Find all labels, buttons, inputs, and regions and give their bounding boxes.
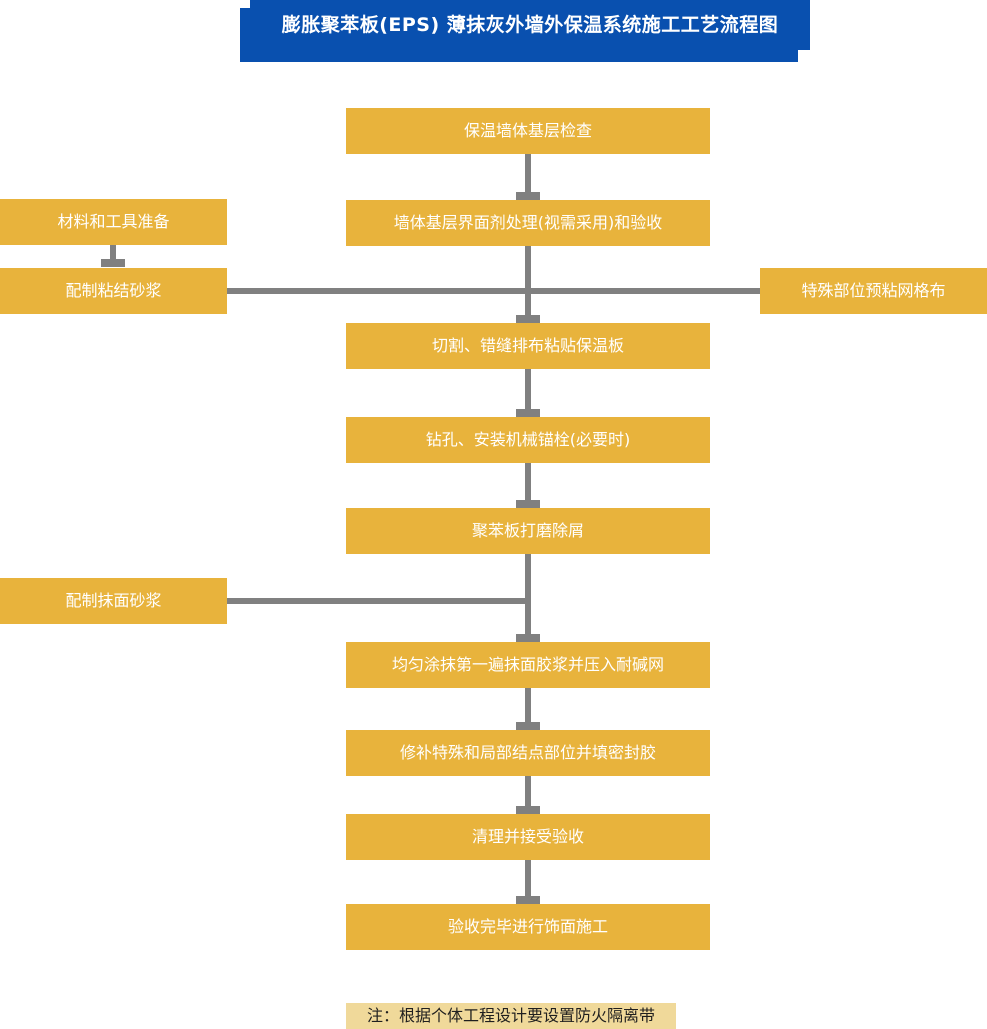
connector-arrow-2-3 [525,246,531,317]
process-box-step-6[interactable]: 均匀涂抹第一遍抹面胶浆并压入耐碱网 [346,642,710,688]
process-box-label: 保温墙体基层检查 [463,121,592,140]
connector-arrowhead-8-9 [516,896,540,904]
connector-arrow-6-7 [525,688,531,724]
connector-line-left3-to-main [227,598,528,604]
process-box-label: 切割、错缝排布粘贴保温板 [431,336,624,355]
connector-arrowhead-7-8 [516,806,540,814]
connector-arrow-5-6 [525,554,531,636]
connector-arrow-1-2 [525,154,531,194]
process-box-step-4[interactable]: 钻孔、安装机械锚栓(必要时) [346,417,710,463]
connector-line-left2-to-right1 [227,288,760,294]
connector-arrowhead-5-6 [516,634,540,642]
connector-arrowhead-3-4 [516,409,540,417]
connector-arrow-7-8 [525,776,531,808]
process-box-label: 材料和工具准备 [57,212,170,231]
connector-arrow-left-1-2 [110,245,116,265]
footnote-box: 注：根据个体工程设计要设置防火隔离带 [346,1003,676,1029]
connector-arrowhead-left-1-2 [101,259,125,267]
connector-arrow-8-9 [525,860,531,898]
process-box-label: 配制粘结砂浆 [65,281,162,300]
process-box-left-2[interactable]: 配制粘结砂浆 [0,268,227,314]
connector-arrowhead-2-3 [516,315,540,323]
process-box-step-7[interactable]: 修补特殊和局部结点部位并填密封胶 [346,730,710,776]
connector-arrow-4-5 [525,463,531,502]
process-box-step-3[interactable]: 切割、错缝排布粘贴保温板 [346,323,710,369]
process-box-left-3[interactable]: 配制抹面砂浆 [0,578,227,624]
process-box-step-1[interactable]: 保温墙体基层检查 [346,108,710,154]
connector-arrowhead-4-5 [516,500,540,508]
process-box-label: 聚苯板打磨除屑 [471,521,584,540]
process-box-step-9[interactable]: 验收完毕进行饰面施工 [346,904,710,950]
process-box-label: 均匀涂抹第一遍抹面胶浆并压入耐碱网 [391,655,664,674]
connector-arrowhead-1-2 [516,192,540,200]
process-box-step-5[interactable]: 聚苯板打磨除屑 [346,508,710,554]
process-box-label: 钻孔、安装机械锚栓(必要时) [425,430,631,449]
title-banner: 膨胀聚苯板(EPS) 薄抹灰外墙外保温系统施工工艺流程图 [250,0,810,50]
process-box-label: 墙体基层界面剂处理(视需采用)和验收 [393,213,663,232]
process-box-right-1[interactable]: 特殊部位预粘网格布 [760,268,987,314]
process-box-left-1[interactable]: 材料和工具准备 [0,199,227,245]
process-box-label: 修补特殊和局部结点部位并填密封胶 [399,743,656,762]
process-box-label: 配制抹面砂浆 [65,591,162,610]
process-box-step-2[interactable]: 墙体基层界面剂处理(视需采用)和验收 [346,200,710,246]
page-title: 膨胀聚苯板(EPS) 薄抹灰外墙外保温系统施工工艺流程图 [281,13,779,36]
process-box-label: 验收完毕进行饰面施工 [447,917,608,936]
process-box-step-8[interactable]: 清理并接受验收 [346,814,710,860]
footnote-text: 注：根据个体工程设计要设置防火隔离带 [366,1006,655,1025]
connector-arrowhead-6-7 [516,722,540,730]
connector-arrow-3-4 [525,369,531,411]
process-box-label: 清理并接受验收 [471,827,584,846]
process-box-label: 特殊部位预粘网格布 [801,281,946,300]
